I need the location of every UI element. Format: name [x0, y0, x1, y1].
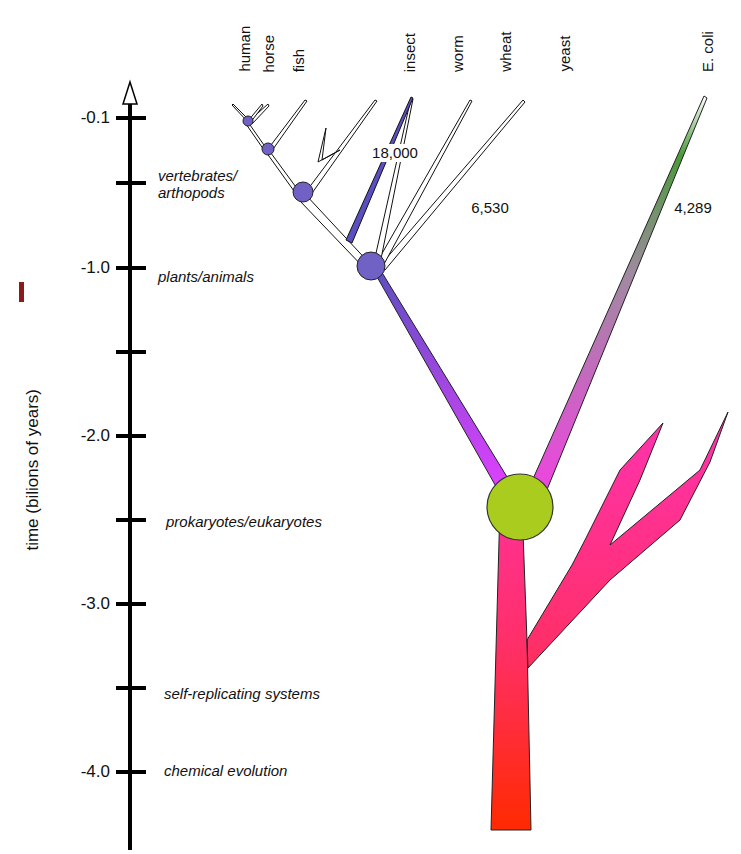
gene-count: 18,000 [371, 144, 419, 161]
taxon-label: yeast [556, 36, 573, 72]
taxon-label: E. coli [698, 31, 715, 72]
gene-count: 4,289 [674, 199, 712, 216]
taxon-label: wheat [497, 32, 514, 72]
eukaryote-branch [372, 266, 515, 490]
eukaryote-twigs [232, 98, 525, 270]
tick-label: -3.0 [81, 594, 110, 614]
taxon-label: insect [401, 33, 418, 72]
tick-label: -2.0 [81, 426, 110, 446]
era-label: prokaryotes/eukaryotes [166, 513, 322, 530]
divergence-points [243, 116, 385, 280]
taxon-label: fish [290, 49, 307, 72]
taxon-label: horse [260, 34, 277, 72]
tick-label: -1.0 [81, 258, 110, 278]
taxon-label: worm [448, 35, 465, 72]
axis-ticks [116, 118, 146, 772]
marker [19, 282, 24, 302]
tick-label: -4.0 [81, 762, 110, 782]
era-label: self-replicating systems [164, 685, 320, 702]
taxon-label: human [236, 26, 253, 72]
era-label: vertebrates/ arthopods [158, 167, 258, 202]
time-axis [128, 100, 132, 850]
gene-count: 6,530 [471, 199, 509, 216]
era-label: plants/animals [158, 268, 254, 285]
tick-label: -0.1 [81, 108, 110, 128]
prokaryote-eukaryote-split [487, 474, 553, 540]
insect-branch [346, 97, 413, 243]
axis-title: time (bilions of years) [23, 389, 43, 551]
axis-arrowhead [123, 82, 137, 104]
prokaryote-branch [528, 96, 707, 492]
era-label: chemical evolution [164, 762, 287, 779]
